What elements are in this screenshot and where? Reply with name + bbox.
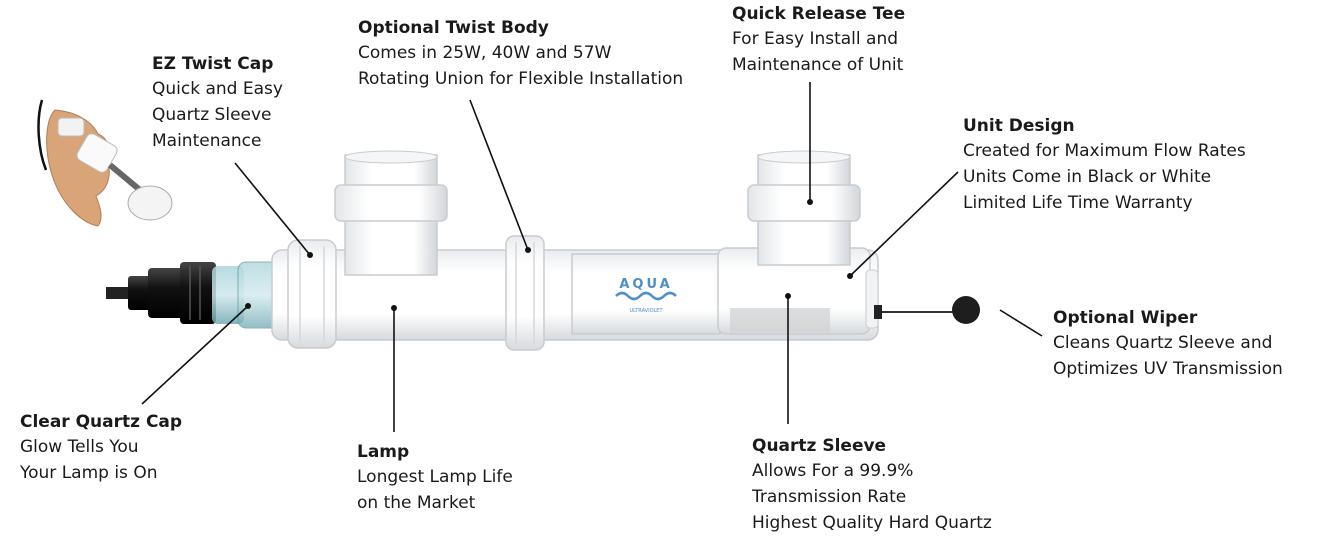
- left-riser-union: [334, 184, 448, 222]
- clear-quartz-cap: [212, 261, 279, 329]
- callout-line: Comes in 25W, 40W and 57W: [358, 43, 612, 63]
- callout-line: Your Lamp is On: [20, 463, 158, 483]
- right-riser-opening: [757, 150, 851, 164]
- callout-title: EZ Twist Cap: [152, 54, 274, 74]
- logo-wave: [615, 291, 677, 301]
- callout-quartz-sleeve: Quartz Sleeve Allows For a 99.9% Transmi…: [752, 434, 992, 536]
- logo-text: AQUA: [619, 277, 672, 292]
- callout-optional-wiper: Optional Wiper Cleans Quartz Sleeve and …: [1053, 306, 1283, 382]
- callout-ez-twist-cap: EZ Twist Cap Quick and Easy Quartz Sleev…: [152, 52, 283, 154]
- callout-title: Clear Quartz Cap: [20, 412, 183, 432]
- hand-holding-cap-inset: [37, 99, 173, 227]
- cap-knob: [127, 185, 173, 221]
- callout-unit-design: Unit Design Created for Maximum Flow Rat…: [963, 114, 1246, 216]
- tee-label-plate: [730, 308, 830, 332]
- callout-line: Cleans Quartz Sleeve and: [1053, 333, 1273, 353]
- callout-line: Created for Maximum Flow Rates: [963, 141, 1246, 161]
- cord-line: [37, 99, 48, 171]
- wiper-collar: [874, 305, 882, 319]
- quartz-cap-body: [212, 266, 244, 324]
- callout-quick-release-tee: Quick Release Tee For Easy Install and M…: [732, 2, 905, 78]
- sleeve-rod: [108, 162, 142, 193]
- callout-line: For Easy Install and: [732, 29, 899, 49]
- callout-title: Quick Release Tee: [732, 4, 906, 24]
- logo-subtext: ULTRAVIOLET: [629, 308, 663, 314]
- leader-unit-design: [849, 171, 959, 277]
- callout-title: Quartz Sleeve: [752, 436, 887, 456]
- cap-white-piece: [57, 117, 85, 137]
- callout-line: Optimizes UV Transmission: [1053, 359, 1283, 379]
- wiper-knob: [952, 296, 980, 324]
- callout-line: Maintenance of Unit: [732, 55, 904, 75]
- leader-lines: [141, 82, 1043, 432]
- wiper-assembly: [874, 296, 980, 324]
- callout-line: Highest Quality Hard Quartz: [752, 513, 992, 533]
- callout-title: Optional Twist Body: [358, 18, 549, 38]
- callout-line: Limited Life Time Warranty: [963, 193, 1193, 213]
- right-riser-union: [747, 184, 861, 222]
- connector-pin: [106, 287, 132, 299]
- leader-dots: [245, 199, 853, 311]
- callout-clear-quartz-cap: Clear Quartz Cap Glow Tells You Your Lam…: [20, 410, 182, 486]
- left-riser-opening: [344, 150, 438, 164]
- cap-segment-1: [128, 276, 152, 310]
- leader-ez-twist-cap: [234, 162, 311, 256]
- callout-line: Units Come in Black or White: [963, 167, 1212, 187]
- callout-line: Quartz Sleeve: [152, 105, 272, 125]
- callout-line: Allows For a 99.9%: [752, 461, 914, 481]
- leader-twist-body: [469, 99, 529, 251]
- callout-title: Optional Wiper: [1053, 308, 1198, 328]
- cap-white-body: [76, 133, 118, 173]
- callout-line: Longest Lamp Life: [357, 467, 513, 487]
- callout-optional-twist-body: Optional Twist Body Comes in 25W, 40W an…: [358, 16, 683, 92]
- right-end-cap: [865, 269, 879, 329]
- twist-body-union: [505, 235, 545, 351]
- cap-segment-2: [148, 268, 184, 318]
- cap-segment-3: [180, 262, 216, 324]
- black-end-cap: [106, 262, 216, 324]
- callout-line: Glow Tells You: [20, 437, 139, 457]
- callout-line: Quick and Easy: [152, 79, 283, 99]
- callout-line: on the Market: [357, 493, 476, 513]
- leader-clear-quartz-cap: [141, 305, 249, 405]
- callout-title: Lamp: [357, 442, 410, 462]
- callout-line: Transmission Rate: [752, 487, 907, 507]
- callout-lamp: Lamp Longest Lamp Life on the Market: [357, 440, 513, 516]
- callout-line: Rotating Union for Flexible Installation: [358, 69, 684, 89]
- callout-title: Unit Design: [963, 116, 1075, 136]
- aqua-logo: AQUA ULTRAVIOLET: [615, 277, 677, 314]
- leader-optional-wiper: [999, 309, 1043, 337]
- callout-line: Maintenance: [152, 131, 262, 151]
